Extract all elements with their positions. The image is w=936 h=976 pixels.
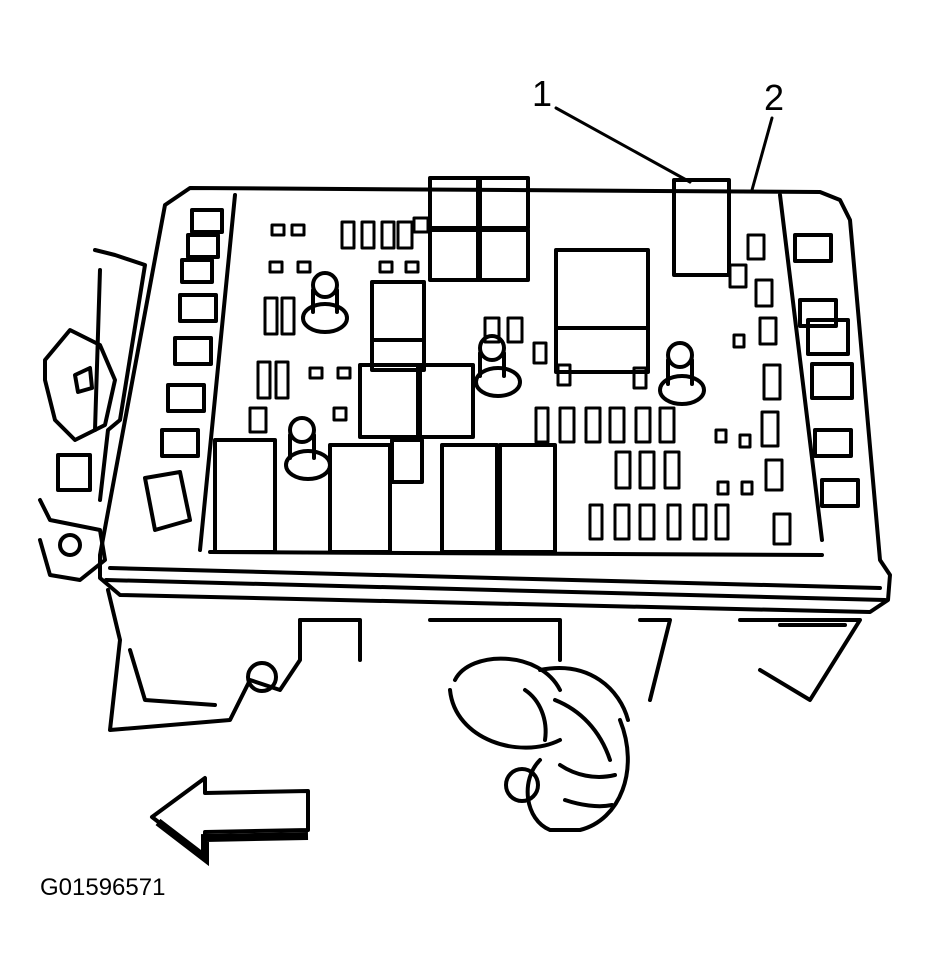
callout-leader-1 [556, 108, 690, 182]
left-connectors [145, 210, 222, 530]
callout-label-2: 2 [764, 77, 785, 118]
forward-arrow-icon [152, 778, 308, 858]
callout-leader-2 [752, 118, 772, 190]
terminal-studs [286, 273, 704, 479]
figure-code: G01596571 [40, 874, 166, 901]
mounting-bracket [108, 590, 860, 730]
mini-fuses [250, 218, 790, 544]
right-connectors [795, 235, 858, 506]
wire-harness [450, 659, 628, 830]
callout-label-1: 1 [532, 73, 553, 114]
callout-leaders [556, 108, 772, 190]
relays [215, 178, 729, 552]
side-bracket [40, 250, 145, 580]
